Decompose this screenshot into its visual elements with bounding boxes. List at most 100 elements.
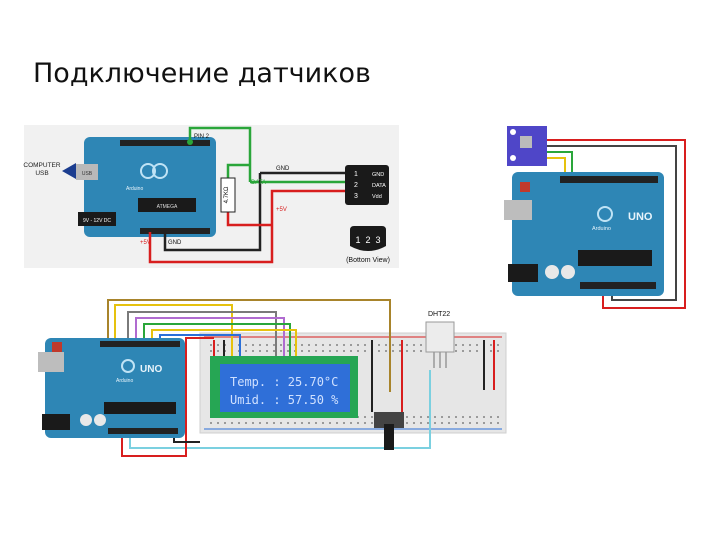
bb-hole-131: [434, 422, 436, 424]
bb-hole-35: [266, 422, 268, 424]
bottom-pin-3: 3: [375, 235, 380, 245]
bb-hole-32: [266, 344, 268, 346]
bb-hole-55: [301, 422, 303, 424]
bb-hole-122: [420, 416, 422, 418]
bb-hole-115: [406, 422, 408, 424]
pin-name-gnd: GND: [372, 172, 384, 178]
bb-hole-113: [406, 350, 408, 352]
atmega-chip-2: [578, 250, 652, 266]
bb-hole-21: [245, 350, 247, 352]
bb-hole-158: [483, 416, 485, 418]
bb-hole-123: [420, 422, 422, 424]
usb-port-2: [504, 200, 532, 220]
bb-hole-100: [385, 344, 387, 346]
capacitor-3: [80, 414, 92, 426]
wire-blue: [159, 334, 241, 360]
wire-gnd-return: [163, 173, 262, 252]
gnd-bottom-label: GND: [168, 240, 182, 246]
bb-hole-119: [413, 422, 415, 424]
bb-hole-153: [476, 350, 478, 352]
bb-hole-33: [266, 350, 268, 352]
bb-hole-159: [483, 422, 485, 424]
bb-hole-112: [406, 344, 408, 346]
wire-red-5v: [121, 337, 214, 457]
bb-hole-109: [399, 350, 401, 352]
bb-hole-152: [476, 344, 478, 346]
bb-hole-127: [427, 422, 429, 424]
usb-arrow-icon: [62, 163, 76, 179]
bb-hole-63: [315, 422, 317, 424]
analog-header-2: [580, 282, 656, 289]
module-chip: [520, 136, 532, 148]
bb-hole-138: [448, 416, 450, 418]
bb-hole-28: [259, 344, 261, 346]
bb-hole-51: [294, 422, 296, 424]
bb-hole-121: [420, 350, 422, 352]
bb-hole-147: [462, 422, 464, 424]
capacitor-2: [561, 265, 575, 279]
bb-hole-43: [280, 422, 282, 424]
bb-hole-41: [280, 350, 282, 352]
wire-pin2-green: [188, 126, 252, 165]
arduino-label-3: Arduino: [116, 378, 133, 384]
bb-hole-143: [455, 422, 457, 424]
uno-label-3: UNO: [140, 364, 162, 375]
bb-hole-108: [399, 344, 401, 346]
dht-sensor: [345, 165, 389, 205]
bb-hole-120: [420, 344, 422, 346]
diagram-dht-wiring: COMPUTER USB USB 9V - 12V DC Arduino ATM…: [23, 125, 399, 268]
pin-number-3: 3: [354, 193, 358, 200]
bb-hole-31: [259, 422, 261, 424]
bb-hole-27: [252, 422, 254, 424]
bb-hole-151: [469, 422, 471, 424]
bb-hole-161: [490, 350, 492, 352]
bb-hole-155: [476, 422, 478, 424]
module-hole-1: [510, 129, 516, 135]
bb-hole-118: [413, 416, 415, 418]
bb-hole-142: [455, 416, 457, 418]
bb-hole-116: [413, 344, 415, 346]
bb-hole-94: [371, 416, 373, 418]
digital-header: [120, 140, 210, 146]
bb-hole-0: [210, 344, 212, 346]
bb-hole-68: [329, 344, 331, 346]
bb-hole-114: [406, 416, 408, 418]
bb-hole-144: [462, 344, 464, 346]
bb-hole-97: [378, 350, 380, 352]
bb-hole-89: [364, 350, 366, 352]
bb-hole-71: [329, 422, 331, 424]
bb-hole-67: [322, 422, 324, 424]
bb-hole-25: [252, 350, 254, 352]
bb-hole-134: [441, 416, 443, 418]
bb-hole-146: [462, 416, 464, 418]
bb-hole-145: [462, 350, 464, 352]
module-hole-2: [510, 155, 516, 161]
wire-scl: [545, 151, 573, 180]
bb-hole-57: [308, 350, 310, 352]
bb-hole-81: [350, 350, 352, 352]
chip-label: ATMEGA: [157, 204, 178, 210]
bottom-view-label: (Bottom View): [346, 257, 390, 264]
bb-hole-164: [497, 344, 499, 346]
usb-port-3: [38, 352, 64, 372]
bb-hole-117: [413, 350, 415, 352]
wire-vcc: [545, 139, 686, 309]
bb-hole-1: [210, 350, 212, 352]
bb-hole-7: [217, 422, 219, 424]
bb-hole-135: [441, 422, 443, 424]
bb-hole-160: [490, 344, 492, 346]
uno-label-2: UNO: [628, 211, 653, 223]
bb-hole-20: [245, 344, 247, 346]
power-label: 9V - 12V DC: [83, 218, 111, 224]
bb-hole-140: [455, 344, 457, 346]
bb-hole-149: [469, 350, 471, 352]
bb-hole-139: [448, 422, 450, 424]
bb-hole-105: [392, 350, 394, 352]
bb-hole-65: [322, 350, 324, 352]
diagram-lcd-dht22: Temp. : 25.70°C Umid. : 57.50 % DHT22 UN…: [38, 299, 507, 457]
bb-hole-4: [217, 344, 219, 346]
bb-hole-91: [364, 422, 366, 424]
bb-hole-59: [308, 422, 310, 424]
bb-hole-45: [287, 350, 289, 352]
